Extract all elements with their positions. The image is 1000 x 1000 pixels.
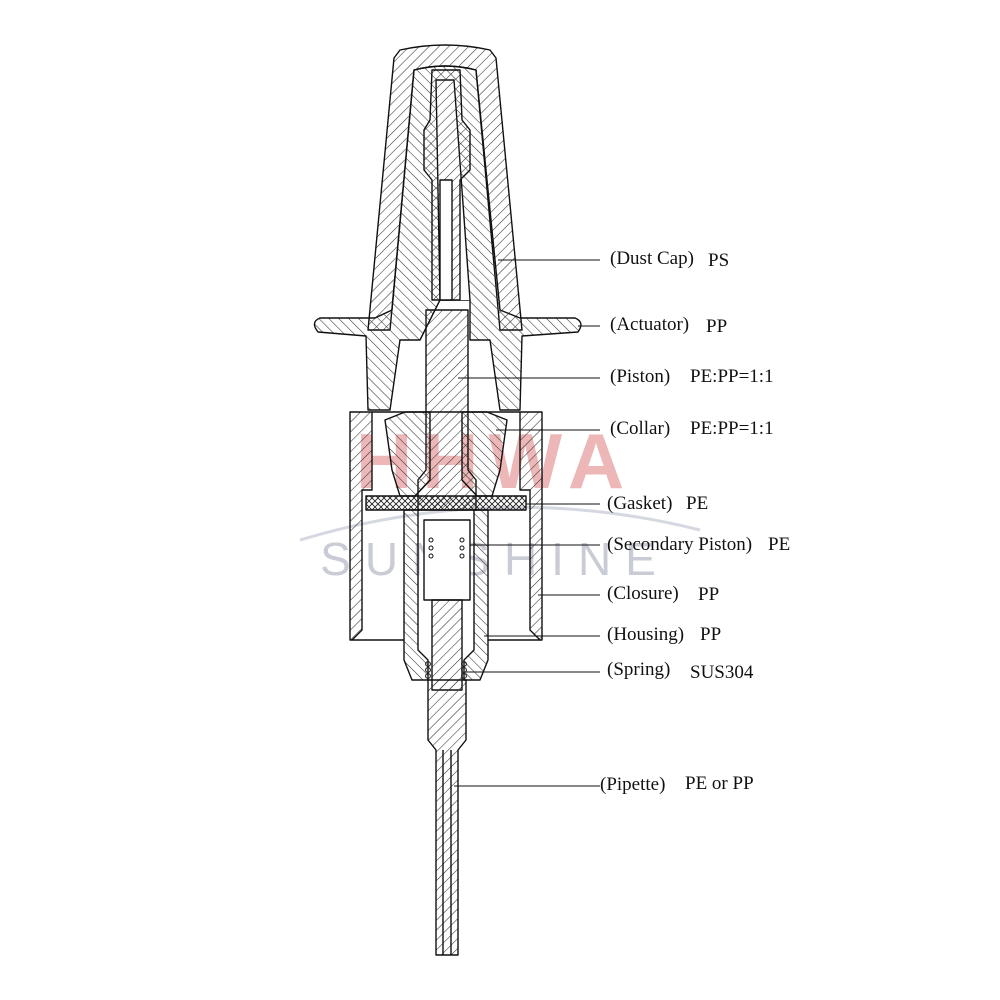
housing-right <box>463 509 489 681</box>
label-name-spring: (Spring) <box>607 659 670 680</box>
label-material-closure: PP <box>698 584 719 605</box>
secondary-piston <box>423 519 471 601</box>
part-labels: (Dust Cap) PS (Actuator) PP (Piston) PE:… <box>600 248 790 795</box>
label-material-housing: PP <box>700 624 721 645</box>
label-material-collar: PE:PP=1:1 <box>690 418 774 439</box>
label-material-dust-cap: PS <box>708 250 729 271</box>
label-material-actuator: PP <box>706 316 727 337</box>
label-material-piston: PE:PP=1:1 <box>690 366 774 387</box>
label-name-collar: (Collar) <box>610 418 670 439</box>
nozzle-bore <box>439 179 453 301</box>
pipette <box>427 679 467 956</box>
label-material-pipette: PE or PP <box>685 773 754 794</box>
label-name-housing: (Housing) <box>607 624 684 645</box>
gasket <box>365 495 527 511</box>
label-name-piston: (Piston) <box>610 366 670 387</box>
label-material-spring: SUS304 <box>690 662 754 683</box>
label-name-actuator: (Actuator) <box>610 314 689 335</box>
inner-stem <box>431 599 463 691</box>
sprayer-drawing <box>313 44 582 956</box>
collar-right <box>461 411 508 497</box>
leader-lines <box>454 259 600 787</box>
label-name-secondary-piston: (Secondary Piston) <box>607 534 752 555</box>
secondary-piston-rings <box>428 537 465 559</box>
closure <box>349 411 373 641</box>
label-name-closure: (Closure) <box>607 583 679 604</box>
label-name-dust-cap: (Dust Cap) <box>610 248 694 269</box>
label-name-gasket: (Gasket) <box>607 493 672 514</box>
label-name-pipette: (Pipette) <box>600 774 665 795</box>
closure-right <box>519 411 543 641</box>
label-material-secondary-piston: PE <box>768 534 790 555</box>
housing <box>403 509 429 681</box>
label-material-gasket: PE <box>686 493 708 514</box>
